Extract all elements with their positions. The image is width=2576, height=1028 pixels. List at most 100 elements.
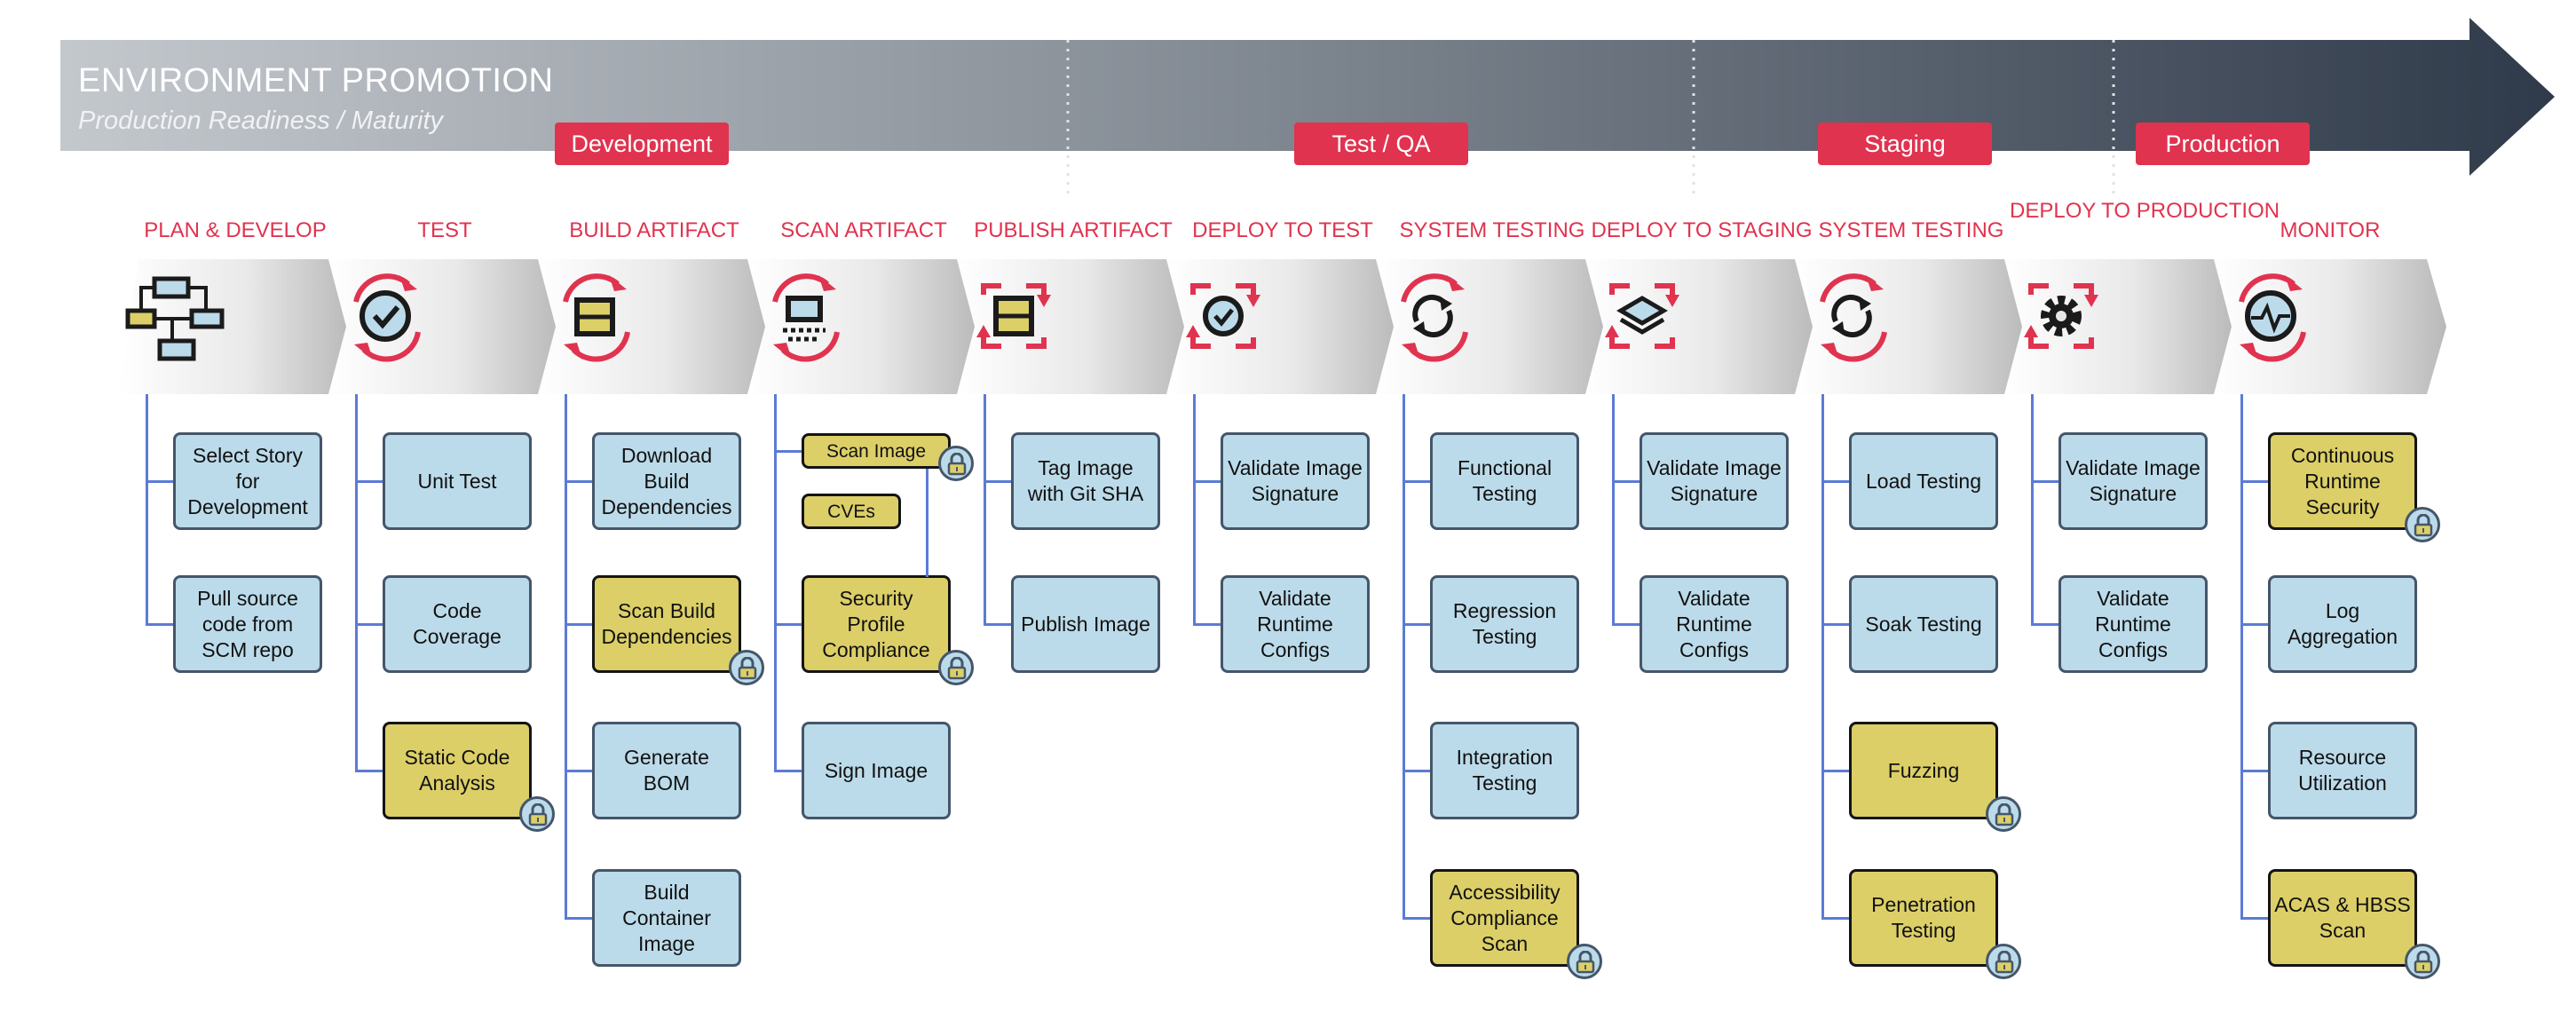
- pulse-cycle-icon: [2239, 273, 2306, 362]
- task-box: Validate Image Signature: [1221, 432, 1370, 530]
- security-task-box: Fuzzing: [1849, 722, 1998, 819]
- connector-branch: [1403, 480, 1430, 483]
- lock-icon: [2405, 507, 2440, 542]
- publish-cycle-icon: [976, 283, 1051, 349]
- deploy-check-icon: [1186, 283, 1260, 349]
- connector-line: [1612, 394, 1615, 624]
- connector-branch: [1403, 917, 1430, 920]
- environment-tag-development: Development: [555, 123, 729, 165]
- connector-line: [2240, 394, 2243, 918]
- task-box: Validate Runtime Configs: [1640, 575, 1789, 673]
- connector-line: [565, 394, 567, 918]
- connector-branch: [355, 623, 383, 626]
- layers-cycle-icon: [1605, 283, 1679, 349]
- banner-title: ENVIRONMENT PROMOTION: [78, 62, 554, 99]
- lock-icon: [2405, 944, 2440, 979]
- security-task-box: ACAS & HBSS Scan: [2268, 869, 2417, 967]
- connector-branch: [1193, 480, 1221, 483]
- task-box: Validate Image Signature: [2058, 432, 2208, 530]
- stage-chevron: [119, 259, 352, 394]
- stage-title: DEPLOY TO TEST: [1192, 218, 1373, 242]
- connector-branch: [355, 480, 383, 483]
- connector-branch: [984, 623, 1011, 626]
- sync-cycle-icon: [1401, 273, 1468, 362]
- security-task-box: Scan Build Dependencies: [592, 575, 741, 673]
- connector-branch: [2240, 480, 2268, 483]
- stage-title: PUBLISH ARTIFACT: [974, 218, 1173, 242]
- connector-line: [2031, 394, 2034, 624]
- task-box: Publish Image: [1011, 575, 1160, 673]
- connector-branch: [1403, 770, 1430, 772]
- stage-chevron: [1795, 259, 2027, 394]
- stage-title: SCAN ARTIFACT: [780, 218, 947, 242]
- security-task-box: Static Code Analysis: [383, 722, 532, 819]
- connector-branch: [565, 480, 592, 483]
- connector-line: [1821, 394, 1824, 918]
- connector-branch: [1612, 480, 1640, 483]
- connector-branch: [774, 450, 802, 453]
- sync-cycle-icon: [1820, 273, 1887, 362]
- connector-line: [1403, 394, 1405, 918]
- connector-branch: [774, 623, 802, 626]
- connector-branch: [1821, 770, 1849, 772]
- stage-chevron: [1585, 259, 1818, 394]
- task-box: Sign Image: [802, 722, 951, 819]
- stage-chevron: [957, 259, 1189, 394]
- connector-branch: [1821, 480, 1849, 483]
- task-box: Validate Image Signature: [1640, 432, 1789, 530]
- connector-branch: [774, 770, 802, 772]
- environment-tag-test-qa: Test / QA: [1294, 123, 1468, 165]
- stage-chevron: [328, 259, 561, 394]
- connector-branch: [565, 917, 592, 920]
- task-box: Unit Test: [383, 432, 532, 530]
- connector-branch: [565, 623, 592, 626]
- security-task-box: Accessibility Compliance Scan: [1430, 869, 1579, 967]
- task-box: Tag Image with Git SHA: [1011, 432, 1160, 530]
- stage-chevron: [1166, 259, 1399, 394]
- task-box: Select Story for Development: [173, 432, 322, 530]
- task-box: Regression Testing: [1430, 575, 1579, 673]
- connector-line: [984, 394, 986, 624]
- connector-line: [1193, 394, 1196, 624]
- task-box: Code Coverage: [383, 575, 532, 673]
- task-box: Validate Runtime Configs: [2058, 575, 2208, 673]
- task-box: Pull source code from SCM repo: [173, 575, 322, 673]
- check-cycle-icon: [353, 273, 421, 362]
- connector-branch: [1193, 623, 1221, 626]
- task-box: Generate BOM: [592, 722, 741, 819]
- connector-line: [355, 394, 358, 771]
- connector-branch: [2240, 917, 2268, 920]
- connector-branch: [355, 770, 383, 772]
- lock-icon: [938, 650, 974, 685]
- chevron-shape: [957, 259, 1189, 394]
- connector-line: [774, 394, 777, 771]
- stage-title: DEPLOY TO PRODUCTION: [2010, 199, 2280, 223]
- lock-icon: [1986, 944, 2021, 979]
- lock-icon: [938, 446, 974, 481]
- banner-subtitle: Production Readiness / Maturity: [78, 107, 444, 135]
- connector-branch: [146, 480, 173, 483]
- gear-cycle-icon: [2024, 283, 2098, 349]
- task-box: Soak Testing: [1849, 575, 1998, 673]
- connector-branch: [1821, 623, 1849, 626]
- stage-title: MONITOR: [2280, 218, 2381, 242]
- connector-line: [146, 394, 148, 624]
- connector-branch: [2240, 623, 2268, 626]
- task-box: Build Container Image: [592, 869, 741, 967]
- stage-chevron: [2214, 259, 2446, 394]
- stage-chevron: [1376, 259, 1608, 394]
- stage-chevron: [747, 259, 980, 394]
- connector-branch: [1821, 917, 1849, 920]
- chevron-shape: [1166, 259, 1399, 394]
- scan-cycle-icon: [772, 273, 840, 362]
- stage-title: TEST: [417, 218, 472, 242]
- stage-title: DEPLOY TO STAGING: [1591, 218, 1813, 242]
- stage-chevron: [538, 259, 770, 394]
- environment-promotion-banner: ENVIRONMENT PROMOTION Production Readine…: [0, 0, 2576, 200]
- connector-branch: [984, 480, 1011, 483]
- connector-branch: [146, 623, 173, 626]
- stage-title: PLAN & DEVELOP: [144, 218, 327, 242]
- task-box: Log Aggregation: [2268, 575, 2417, 673]
- cves-connector: [926, 469, 928, 577]
- lock-icon: [1567, 944, 1602, 979]
